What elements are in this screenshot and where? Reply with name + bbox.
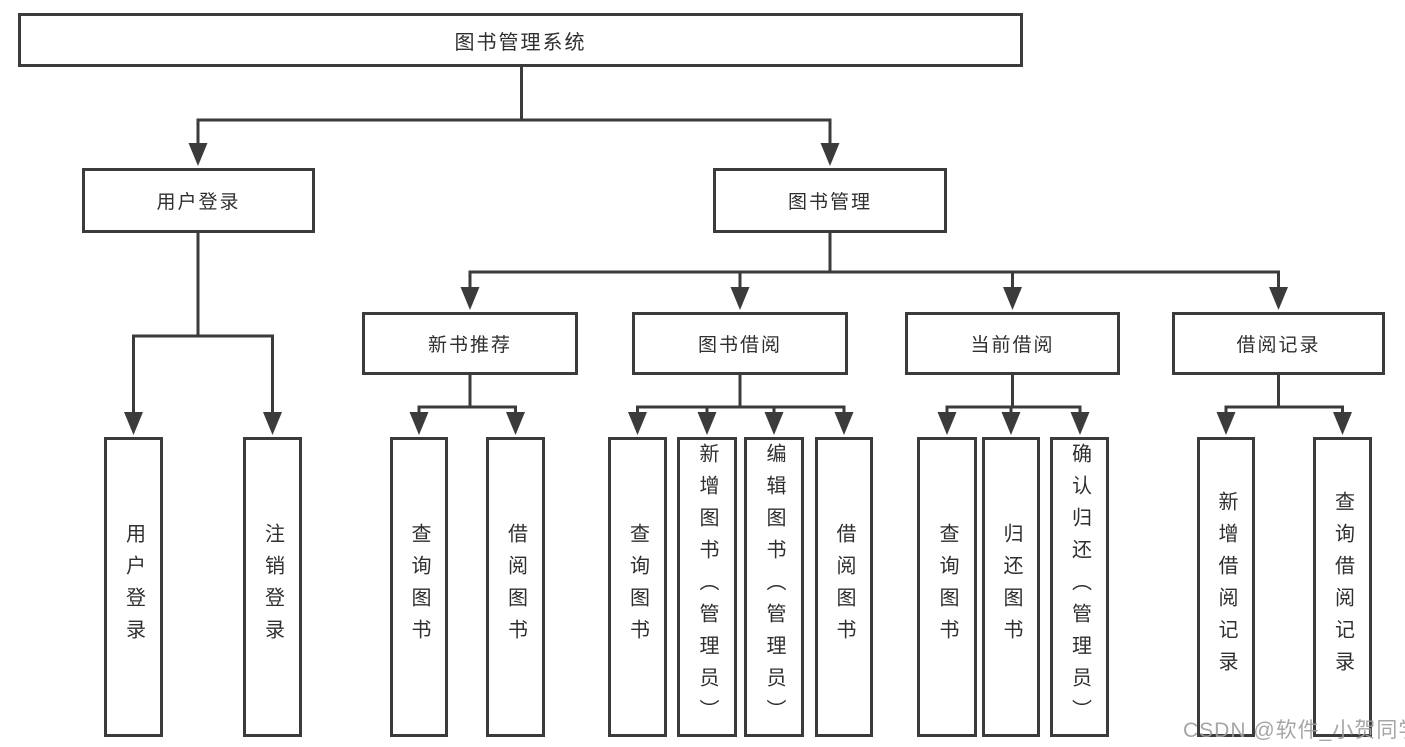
- leaf-label: 新增借阅记录: [1215, 491, 1237, 683]
- node-book-borrowing: 图书借阅: [632, 312, 848, 375]
- node-borrowing-records: 借阅记录: [1172, 312, 1385, 375]
- node-leaf-borrowing-borrow-books: 借阅图书: [815, 437, 873, 737]
- arrow-icon: [124, 412, 143, 435]
- node-leaf-current-return-books: 归还图书: [982, 437, 1040, 737]
- arrow-icon: [188, 143, 208, 166]
- arrow-icon: [460, 287, 480, 310]
- node-leaf-borrowing-query-books: 查询图书: [608, 437, 667, 737]
- leaf-label: 查询图书: [408, 523, 430, 651]
- leaf-label: 新增图书（管理员）: [696, 443, 718, 731]
- arrow-icon: [263, 412, 282, 435]
- node-leaf-logout: 注销登录: [243, 437, 302, 737]
- node-leaf-newbook-query-books: 查询图书: [390, 437, 448, 737]
- node-leaf-borrowing-edit-books-admin: 编辑图书（管理员）: [744, 437, 804, 737]
- leaf-label: 用户登录: [122, 523, 145, 651]
- node-leaf-borrowing-add-books-admin: 新增图书（管理员）: [677, 437, 737, 737]
- arrow-icon: [730, 287, 750, 310]
- arrow-icon: [834, 412, 854, 435]
- node-new-book-recommendation: 新书推荐: [362, 312, 578, 375]
- arrow-icon: [1269, 287, 1288, 310]
- arrow-icon: [1333, 412, 1352, 435]
- node-book-management: 图书管理: [713, 168, 947, 233]
- leaf-label: 借阅图书: [833, 523, 855, 651]
- arrow-icon: [628, 412, 647, 435]
- arrow-icon: [1070, 412, 1090, 435]
- arrow-icon: [1216, 412, 1236, 435]
- leaf-label: 编辑图书（管理员）: [763, 443, 785, 731]
- arrow-icon: [1001, 412, 1021, 435]
- arrow-icon: [409, 412, 429, 435]
- leaf-label: 查询图书: [626, 523, 649, 651]
- node-leaf-records-query-record: 查询借阅记录: [1313, 437, 1372, 737]
- leaf-label: 归还图书: [1000, 523, 1022, 651]
- node-leaf-user-login: 用户登录: [104, 437, 163, 737]
- leaf-label: 查询借阅记录: [1331, 491, 1354, 683]
- node-leaf-current-query-books: 查询图书: [917, 437, 977, 737]
- node-current-borrowing: 当前借阅: [905, 312, 1120, 375]
- leaf-label: 查询图书: [936, 523, 958, 651]
- node-leaf-newbook-borrow-books: 借阅图书: [486, 437, 545, 737]
- leaf-label: 注销登录: [261, 523, 284, 651]
- arrow-icon: [506, 412, 525, 435]
- arrow-icon: [697, 412, 717, 435]
- arrow-icon: [820, 143, 840, 166]
- node-root-library-system: 图书管理系统: [18, 13, 1023, 67]
- node-leaf-records-add-record: 新增借阅记录: [1197, 437, 1255, 737]
- leaf-label: 借阅图书: [504, 523, 527, 651]
- leaf-label: 确认归还（管理员）: [1068, 443, 1091, 731]
- arrow-icon: [937, 412, 957, 435]
- node-user-login: 用户登录: [82, 168, 315, 233]
- arrow-icon: [764, 412, 784, 435]
- node-leaf-current-confirm-return-admin: 确认归还（管理员）: [1050, 437, 1109, 737]
- arrow-icon: [1003, 287, 1022, 310]
